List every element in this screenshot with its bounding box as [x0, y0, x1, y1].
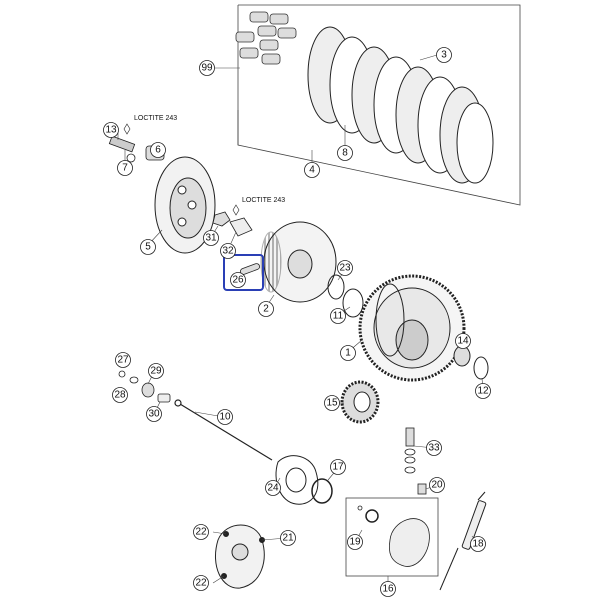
callout-8[interactable]: 8 [337, 145, 353, 161]
callout-6[interactable]: 6 [150, 142, 166, 158]
svg-text:16: 16 [382, 584, 394, 595]
callout-29[interactable]: 29 [148, 363, 164, 379]
svg-text:5: 5 [145, 242, 151, 253]
nut-and-washer [212, 211, 253, 237]
callout-2[interactable]: 2 [258, 301, 274, 317]
pressure-plate [154, 156, 216, 254]
svg-text:17: 17 [332, 462, 344, 473]
slave-cylinder-cover [214, 524, 265, 589]
svg-text:28: 28 [114, 390, 126, 401]
callout-26[interactable]: 26 [230, 272, 246, 288]
pin-part-26 [240, 263, 260, 275]
callout-10[interactable]: 10 [217, 409, 233, 425]
callout-22-top[interactable]: 22 [193, 524, 209, 540]
svg-text:6: 6 [155, 145, 161, 156]
svg-text:26: 26 [232, 275, 244, 286]
svg-text:24: 24 [267, 483, 279, 494]
callout-19[interactable]: 19 [347, 534, 363, 550]
small-release-parts [118, 370, 171, 403]
svg-text:2: 2 [263, 304, 269, 315]
slave-cylinder-assembly [345, 497, 439, 577]
loctite-note-mid: LOCTITE 243 [242, 197, 285, 204]
svg-text:22: 22 [195, 578, 207, 589]
gasket-and-oring [275, 455, 333, 505]
callout-32[interactable]: 32 [220, 243, 236, 259]
callout-21[interactable]: 21 [280, 530, 296, 546]
svg-text:29: 29 [150, 366, 162, 377]
svg-text:10: 10 [219, 412, 231, 423]
svg-text:22: 22 [195, 527, 207, 538]
callout-99[interactable]: 99 [199, 60, 215, 76]
callout-4[interactable]: 4 [304, 162, 320, 178]
bolts-part-33 [404, 427, 416, 474]
callout-28[interactable]: 28 [112, 387, 128, 403]
callout-7[interactable]: 7 [117, 160, 133, 176]
svg-text:23: 23 [339, 263, 351, 274]
svg-text:18: 18 [472, 539, 484, 550]
svg-text:31: 31 [205, 233, 217, 244]
svg-text:15: 15 [326, 398, 338, 409]
svg-text:30: 30 [148, 409, 160, 420]
svg-text:13: 13 [105, 125, 117, 136]
callout-31[interactable]: 31 [203, 230, 219, 246]
svg-text:21: 21 [282, 533, 294, 544]
svg-text:14: 14 [457, 336, 469, 347]
svg-text:20: 20 [431, 480, 443, 491]
svg-text:8: 8 [342, 148, 348, 159]
callout-18[interactable]: 18 [470, 536, 486, 552]
highlight-box-26 [223, 254, 264, 291]
callout-24[interactable]: 24 [265, 480, 281, 496]
callout-1[interactable]: 1 [340, 345, 356, 361]
clutch-springs [235, 11, 297, 65]
svg-text:1: 1 [345, 348, 351, 359]
callout-23[interactable]: 23 [337, 260, 353, 276]
svg-text:27: 27 [117, 355, 129, 366]
callout-3[interactable]: 3 [436, 47, 452, 63]
svg-text:11: 11 [333, 311, 344, 322]
callout-14[interactable]: 14 [455, 333, 471, 349]
callout-27[interactable]: 27 [115, 352, 131, 368]
svg-text:19: 19 [349, 537, 361, 548]
bolt-part-20 [417, 483, 427, 495]
callouts: 99 3 8 4 13 7 6 5 31 32 26 2 23 11 1 14 … [103, 47, 491, 597]
svg-text:3: 3 [441, 50, 447, 61]
callout-5[interactable]: 5 [140, 239, 156, 255]
inner-clutch-hub [260, 221, 337, 303]
outer-clutch-basket [358, 274, 466, 382]
needle-bearing [453, 345, 489, 380]
callout-13[interactable]: 13 [103, 122, 119, 138]
plate-kit-frame [237, 4, 521, 206]
loctite-notes: LOCTITE 243 LOCTITE 243 [123, 115, 285, 216]
callout-15[interactable]: 15 [324, 395, 340, 411]
svg-text:4: 4 [309, 165, 315, 176]
loctite-note-top: LOCTITE 243 [134, 115, 177, 122]
hub-washers [327, 274, 364, 318]
callout-33[interactable]: 33 [426, 440, 442, 456]
callout-22-bottom[interactable]: 22 [193, 575, 209, 591]
callout-30[interactable]: 30 [146, 406, 162, 422]
svg-text:32: 32 [222, 246, 234, 257]
callout-11[interactable]: 11 [330, 308, 346, 324]
svg-text:33: 33 [428, 443, 440, 454]
push-rod [174, 399, 273, 461]
drive-gear [340, 380, 380, 424]
bleed-syringe [439, 491, 487, 591]
svg-text:99: 99 [201, 63, 213, 74]
clutch-plates [307, 26, 494, 184]
svg-text:7: 7 [122, 163, 128, 174]
callout-16[interactable]: 16 [380, 581, 396, 597]
callout-12[interactable]: 12 [475, 383, 491, 399]
svg-text:12: 12 [477, 386, 489, 397]
callout-20[interactable]: 20 [429, 477, 445, 493]
callout-17[interactable]: 17 [330, 459, 346, 475]
